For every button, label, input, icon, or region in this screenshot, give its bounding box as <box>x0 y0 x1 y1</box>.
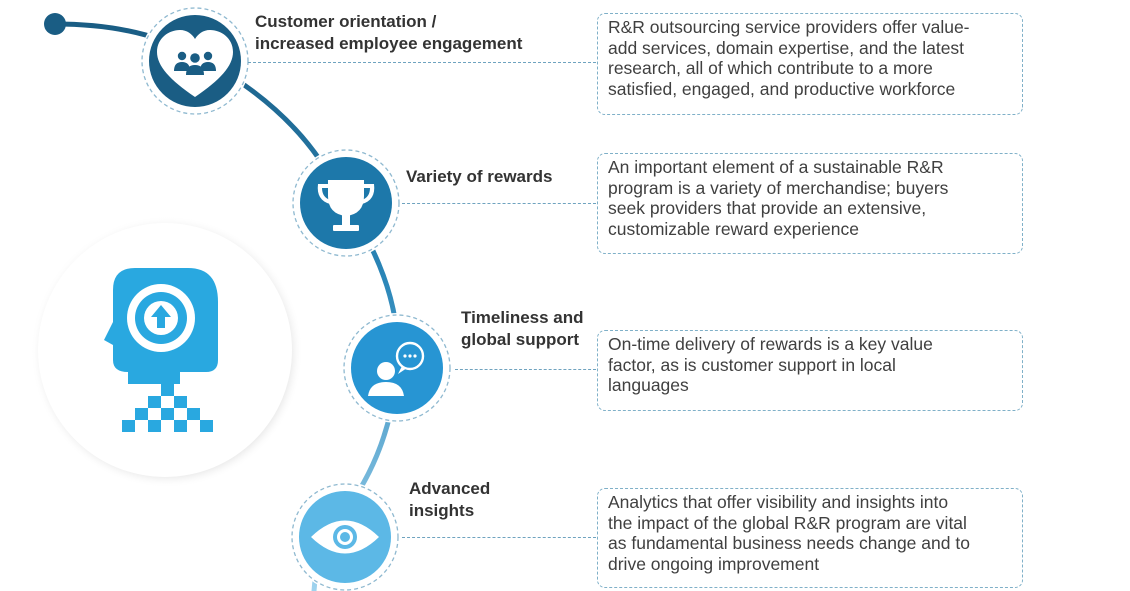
stage-4-description: Analytics that offer visibility and insi… <box>597 488 1023 588</box>
stage-4-leader <box>402 537 596 538</box>
stage-1-leader <box>248 62 596 63</box>
support-agent-icon <box>368 341 425 396</box>
head-arrow-up-icon <box>104 268 218 432</box>
stage-4-node <box>290 482 400 591</box>
stage-2-node <box>291 148 401 258</box>
stage-1-description: R&R outsourcing service providers offer … <box>597 13 1023 115</box>
trophy-icon <box>317 180 375 231</box>
stage-3-node <box>342 313 452 423</box>
stage-1-node <box>140 6 250 116</box>
stage-3-leader <box>455 369 596 370</box>
path-start-dot <box>44 13 66 35</box>
heart-people-icon <box>157 30 233 97</box>
stage-2-title: Variety of rewards <box>406 167 553 186</box>
side-illustration <box>31 216 303 488</box>
stage-1-title: Customer orientation / increased employe… <box>255 12 523 53</box>
stage-2-description: An important element of a sustainable R&… <box>597 153 1023 254</box>
stage-2-leader <box>402 203 596 204</box>
stage-3-description: On-time delivery of rewards is a key val… <box>597 330 1023 411</box>
eye-icon <box>311 520 379 554</box>
stage-4-title: Advanced insights <box>409 479 491 520</box>
stage-3-title: Timeliness and global support <box>461 308 584 349</box>
